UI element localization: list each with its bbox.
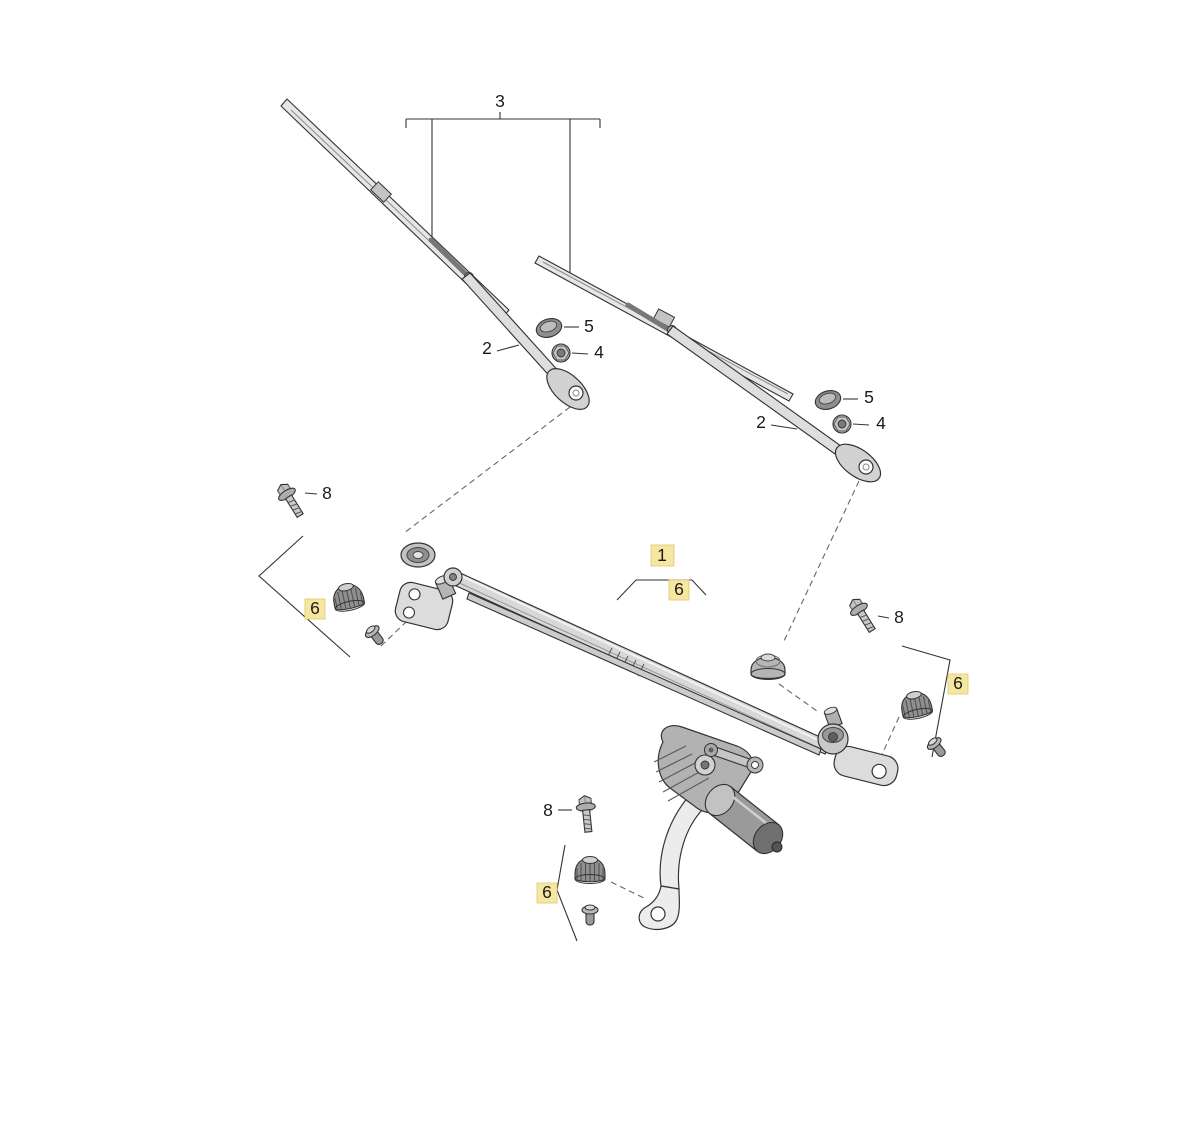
callout-8-right[interactable]: 8: [894, 607, 904, 627]
callout-5-right-label[interactable]: 5: [864, 387, 874, 407]
callout-8-left-label[interactable]: 8: [322, 483, 332, 503]
bolt-bottom: [574, 794, 599, 834]
callout-4-right-label[interactable]: 4: [876, 413, 886, 433]
callout-8-bottom[interactable]: 8: [543, 800, 553, 820]
callout-8-right-label[interactable]: 8: [894, 607, 904, 627]
callout-6-bottom-highlighted[interactable]: 6: [536, 882, 558, 904]
callout-1-highlight[interactable]: [650, 544, 675, 567]
linkage-right-pivot: [817, 706, 899, 787]
wiper-motor: [638, 725, 784, 931]
callout-8-bottom-label[interactable]: 8: [543, 800, 553, 820]
stud-bottom: [581, 904, 599, 926]
callout-6-center-highlighted[interactable]: 6: [668, 579, 690, 601]
nut-left: [551, 343, 571, 363]
grommet-bottom: [574, 855, 606, 885]
linkage-cross-tube: [443, 567, 832, 755]
callout-4-left[interactable]: 4: [594, 342, 604, 362]
callout-1-highlighted[interactable]: 1: [650, 544, 675, 567]
callout-5-left[interactable]: 5: [584, 316, 594, 336]
linkage-left-pivot-washer: [400, 542, 436, 568]
alignment-dashed-guides: [380, 406, 900, 900]
cap-left: [535, 317, 563, 339]
callout-6-left-label[interactable]: 6: [310, 598, 320, 618]
callout-6-right-label[interactable]: 6: [953, 673, 963, 693]
callout-3[interactable]: 3: [495, 91, 505, 111]
bracket-item-3: [405, 112, 601, 274]
callout-2-left[interactable]: 2: [482, 338, 492, 358]
grommet-left: [329, 580, 367, 614]
callout-6-bottom-label[interactable]: 6: [542, 882, 552, 902]
callout-6-left-highlighted[interactable]: 6: [304, 598, 326, 620]
callout-2-left-label[interactable]: 2: [482, 338, 492, 358]
wiper-arm-left: [428, 237, 590, 410]
callout-leader-lines: [304, 326, 890, 811]
callout-3-label[interactable]: 3: [495, 91, 505, 111]
callout-6-bottom-highlight[interactable]: [536, 882, 558, 904]
callout-5-right[interactable]: 5: [864, 387, 874, 407]
motor-mount-bracket: [659, 795, 704, 890]
linkage-right-mount-plate: [833, 745, 899, 787]
grommet-right: [897, 688, 935, 722]
callout-6-left-highlight[interactable]: [304, 598, 326, 620]
callout-5-left-label[interactable]: 5: [584, 316, 594, 336]
callout-6-right-highlighted[interactable]: 6: [947, 673, 969, 695]
stud-left: [362, 622, 389, 649]
stud-right: [924, 734, 951, 761]
callout-6-center-label[interactable]: 6: [674, 579, 684, 599]
callout-8-left[interactable]: 8: [322, 483, 332, 503]
motor-foot-hole: [650, 906, 666, 922]
callout-2-right-label[interactable]: 2: [756, 412, 766, 432]
pivot-bushing-center: [750, 653, 786, 680]
callout-2-right[interactable]: 2: [756, 412, 766, 432]
blade-clip-left: [369, 181, 393, 203]
callout-6-right-highlight[interactable]: [947, 673, 969, 695]
callout-6-center-highlight[interactable]: [668, 579, 690, 601]
callout-4-left-label[interactable]: 4: [594, 342, 604, 362]
linkage-drive-rod: [466, 592, 822, 756]
linkage-left-mount-plate: [394, 581, 454, 631]
cap-right: [814, 389, 842, 411]
callout-4-right[interactable]: 4: [876, 413, 886, 433]
nut-right: [832, 414, 852, 434]
bolt-left: [272, 478, 309, 522]
callout-1-label[interactable]: 1: [657, 545, 667, 565]
wiper-arm-right: [625, 302, 882, 483]
bolt-right: [844, 593, 881, 637]
